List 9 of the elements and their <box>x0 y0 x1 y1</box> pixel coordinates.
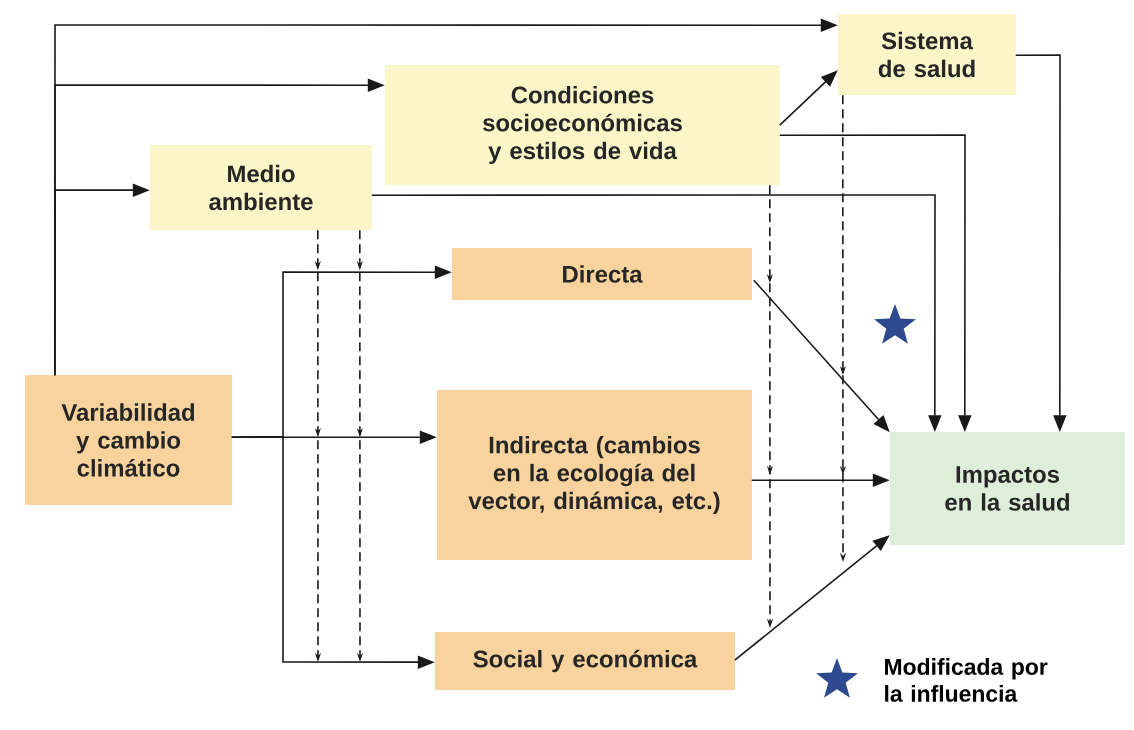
process-box: Indirecta (cambios en la ecología del vector, dinámica, etc.) <box>437 390 752 560</box>
legend-text: Modificada por la influencia <box>885 658 1048 702</box>
process-box: Directa <box>452 248 752 300</box>
process-box: Medio ambiente <box>150 145 372 230</box>
process-box: Condiciones socioeconómicas y estilos de vida <box>385 65 780 185</box>
process-box: Impactos en la salud <box>890 432 1125 545</box>
process-box: Variabilidad y cambio climático <box>25 375 232 505</box>
process-box: Sistema de salud <box>838 14 1016 95</box>
process-box: Social y económica <box>435 632 735 690</box>
